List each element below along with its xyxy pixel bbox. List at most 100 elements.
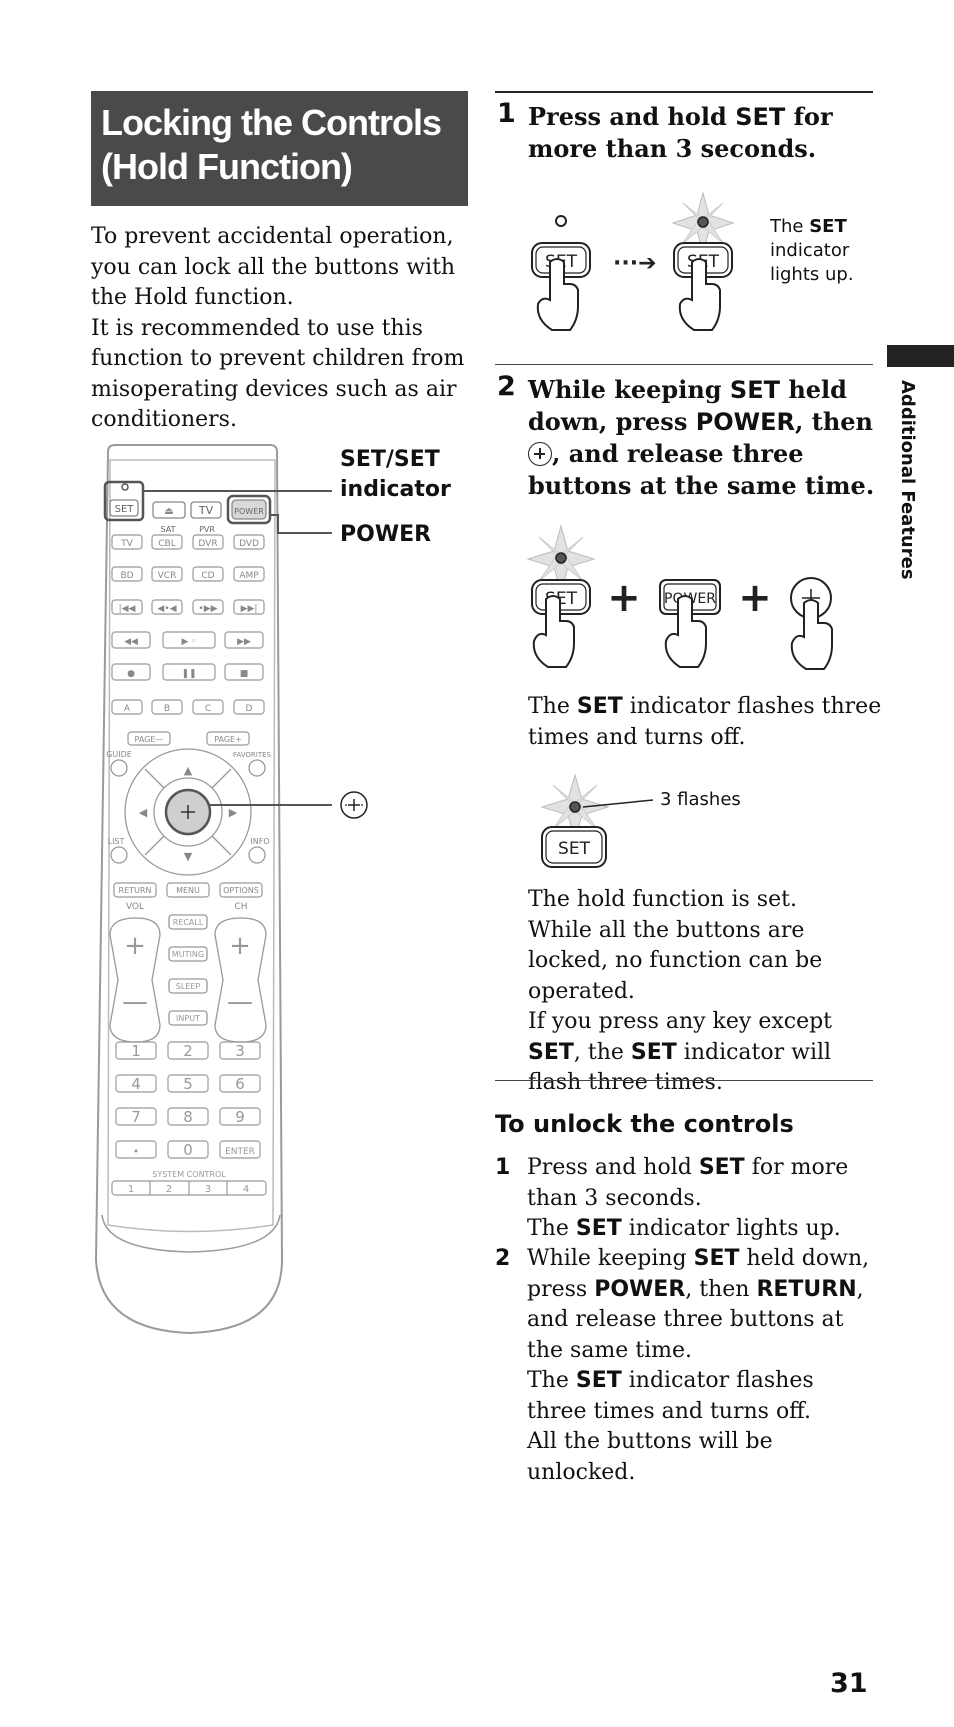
callout-power: POWER — [340, 522, 432, 547]
unlock-step-1: 1 Press and hold SET for more than 3 sec… — [495, 1153, 875, 1273]
hold-description: The hold function is set. While all the … — [528, 885, 890, 1099]
remote-sys-1: 1 — [128, 1184, 134, 1195]
svg-text:▶▶|: ▶▶| — [241, 604, 258, 614]
remote-system-control: SYSTEM CONTROL — [152, 1170, 226, 1179]
svg-text:▼: ▼ — [184, 850, 193, 863]
flashes-set-button: SET — [558, 839, 591, 859]
svg-text:▲: ▲ — [184, 764, 193, 777]
hold-line-2: While all the buttons are locked, no fun… — [528, 917, 823, 1004]
remote-key-enter: ENTER — [225, 1147, 255, 1157]
step2-result: The SET indicator flashes three times an… — [528, 694, 882, 750]
remote-tv-dev: TV — [120, 539, 133, 549]
remote-power-label: POWER — [234, 507, 264, 516]
intro-paragraph-1: To prevent accidental operation, you can… — [91, 224, 456, 310]
flashes-label: 3 flashes — [660, 789, 741, 810]
plus-sign-2: + — [738, 575, 772, 621]
section-tab-marker — [887, 345, 954, 367]
remote-dvd: DVD — [239, 539, 259, 549]
svg-text:—: — — [122, 987, 148, 1017]
remote-key-5: 5 — [183, 1075, 193, 1093]
svg-text:■: ■ — [240, 669, 249, 679]
hold-line-3: If you press any key except SET, the SET… — [528, 1009, 833, 1095]
svg-text:◀: ◀ — [139, 806, 148, 819]
remote-a: A — [124, 704, 131, 714]
svg-text:●: ● — [127, 669, 135, 679]
flashes-illustration: SET — [540, 773, 654, 868]
remote-muting: MUTING — [172, 950, 204, 959]
remote-sat-label: SAT — [161, 525, 176, 534]
remote-sys-3: 3 — [205, 1184, 211, 1195]
remote-key-4: 4 — [131, 1075, 141, 1093]
remote-ch: CH — [234, 902, 247, 912]
unlock-heading: To unlock the controls — [495, 1110, 794, 1138]
svg-text:|◀◀: |◀◀ — [119, 604, 136, 614]
remote-bd: BD — [120, 571, 133, 581]
remote-cd: CD — [201, 571, 214, 581]
step2-number: 2 — [497, 371, 516, 402]
unlock-step-2-number: 2 — [495, 1246, 511, 1271]
remote-set-label: SET — [115, 504, 135, 515]
remote-return: RETURN — [119, 886, 152, 895]
section-tab-text: Additional Features — [897, 380, 918, 580]
remote-vcr: VCR — [158, 571, 177, 581]
remote-favorites: FAVORITES — [233, 751, 272, 759]
intro-text: To prevent accidental operation, you can… — [91, 222, 471, 436]
remote-d: D — [246, 704, 253, 714]
intro-paragraph-2: It is recommended to use this function t… — [91, 315, 465, 433]
remote-pvr-label: PVR — [199, 525, 215, 534]
svg-text:—: — — [227, 987, 253, 1017]
section-tab-label: Additional Features — [890, 380, 920, 580]
remote-key-6: 6 — [235, 1075, 245, 1093]
page-title-line1: Locking the Controls — [101, 102, 442, 143]
svg-text:◀•◀: ◀•◀ — [157, 604, 176, 614]
remote-dvr: DVR — [198, 539, 217, 549]
svg-text:+: + — [229, 931, 251, 961]
remote-sys-4: 4 — [243, 1184, 249, 1195]
callout-set-indicator: SET/SET indicator — [340, 445, 451, 505]
callout-set-line2: indicator — [340, 477, 451, 502]
svg-text:◀◀: ◀◀ — [124, 637, 138, 647]
svg-text:•▶▶: •▶▶ — [198, 604, 217, 614]
unlock-step-2-text: While keeping SET held down, press POWER… — [527, 1246, 870, 1485]
remote-sleep: SLEEP — [176, 982, 201, 991]
remote-b: B — [164, 704, 170, 714]
remote-input: INPUT — [176, 1014, 200, 1023]
svg-text:▶: ▶ — [229, 806, 238, 819]
remote-page-minus: PAGE— — [135, 735, 164, 744]
svg-text:+: + — [124, 931, 146, 961]
remote-guide: GUIDE — [106, 750, 132, 759]
remote-key-9: 9 — [235, 1108, 245, 1126]
divider-unlock — [495, 1080, 873, 1081]
remote-key-3: 3 — [235, 1042, 245, 1060]
remote-vol: VOL — [126, 902, 144, 912]
page-title: Locking the Controls (Hold Function) — [91, 91, 468, 206]
page-number: 31 — [830, 1668, 868, 1699]
unlock-step-2: 2 While keeping SET held down, press POW… — [495, 1244, 875, 1485]
divider-step2 — [495, 364, 873, 365]
remote-key-1: 1 — [131, 1042, 141, 1060]
remote-recall: RECALL — [173, 918, 204, 927]
remote-tv-label: TV — [198, 504, 214, 517]
divider-top — [495, 91, 873, 93]
step1-number: 1 — [497, 98, 516, 129]
callout-set-line1: SET/SET — [340, 447, 440, 472]
unlock-step-1-number: 1 — [495, 1155, 511, 1180]
step2-illustration: SET + POWER + — [526, 524, 833, 670]
remote-key-7: 7 — [131, 1108, 141, 1126]
remote-key-0: 0 — [183, 1141, 193, 1159]
svg-text:❚❚: ❚❚ — [181, 669, 196, 679]
remote-c: C — [205, 704, 211, 714]
unlock-step-1-text: Press and hold SET for more than 3 secon… — [527, 1155, 849, 1241]
remote-list: LIST — [108, 837, 125, 846]
page-title-line2: (Hold Function) — [101, 146, 353, 187]
svg-text:▶ ◦: ▶ ◦ — [181, 637, 196, 647]
step2-heading: While keeping SET held down, press POWER… — [528, 375, 875, 500]
remote-options: OPTIONS — [223, 886, 259, 895]
plus-sign-1: + — [607, 575, 641, 621]
step1-heading: Press and hold SET for more than 3 secon… — [528, 102, 833, 163]
step1-note: The SET indicator lights up. — [770, 216, 854, 285]
enter-icon — [340, 791, 368, 819]
remote-cbl: CBL — [158, 539, 175, 549]
remote-key-dot: • — [133, 1145, 140, 1158]
